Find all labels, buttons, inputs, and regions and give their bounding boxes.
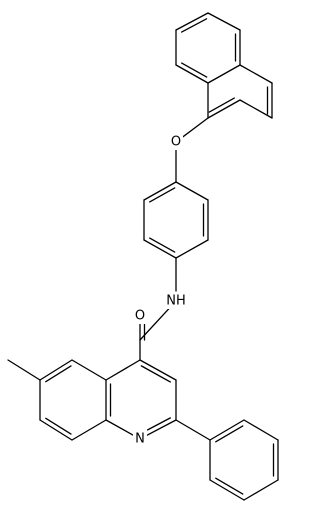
bond-C5-C6 <box>39 359 73 381</box>
bond-q4-q5 <box>243 479 279 501</box>
atom-ring-nitrogen: N <box>133 431 147 447</box>
bond-pc-pd-double <box>149 237 176 253</box>
amide-nitrogen-label: NH <box>166 294 186 309</box>
bond-n5-O1 <box>180 117 209 139</box>
bond-n6-n7 <box>239 99 273 119</box>
bond-pa-pb <box>143 181 177 201</box>
bond-pc-pd <box>143 239 177 259</box>
bond-n8-n9 <box>239 64 273 84</box>
bond-pf-pa <box>175 181 209 201</box>
bond-C2-q1 <box>175 419 211 441</box>
bond-q1-q2-double <box>215 425 244 443</box>
bond-q5-q6 <box>209 479 245 501</box>
bond-pa-pb-double <box>149 187 176 203</box>
bond-pd-pe <box>175 239 209 259</box>
bond-C6-Me <box>7 359 41 381</box>
atom-amide-nitrogen: NH <box>165 293 187 309</box>
carbonyl-oxygen-label: O <box>135 309 145 324</box>
bond-n10-n1 <box>207 12 241 31</box>
bond-n5-n6-double <box>208 97 235 113</box>
bond-q2-q3 <box>243 419 279 441</box>
bond-C7-C8 <box>39 419 73 441</box>
bond-C7-C8-double <box>45 417 72 435</box>
ether-oxygen-label: O <box>171 135 181 150</box>
molecule-structure: O NH O N <box>7 12 279 501</box>
bond-C8-C8a <box>71 419 107 441</box>
bond-n3-n4-double <box>181 62 208 78</box>
bond-C4-C3 <box>139 359 177 381</box>
atom-carbonyl-oxygen: O <box>133 308 147 324</box>
bond-q5-q6-double <box>215 477 244 495</box>
ring-nitrogen-label: N <box>135 432 145 447</box>
bond-C4-C3-double <box>140 365 171 383</box>
bond-n1-n2-double <box>180 18 208 33</box>
bond-n3-n4 <box>175 64 209 84</box>
bond-N1-C8a <box>105 419 135 437</box>
bond-C2-N1 <box>145 419 177 437</box>
bond-q1-q2 <box>209 419 245 441</box>
atom-label-layer: O NH O N <box>133 134 187 447</box>
bond-n1-n2 <box>175 12 209 31</box>
bond-C4a-C5 <box>71 359 107 381</box>
atom-ether-oxygen: O <box>169 134 183 150</box>
bond-layer <box>7 12 279 501</box>
bond-n5-n6 <box>207 99 241 119</box>
bond-n4-n9 <box>207 64 241 84</box>
bond-C5-C6-double <box>45 365 72 383</box>
bond-C4a-C4 <box>105 359 141 381</box>
bond-C2-N1-double <box>146 417 172 431</box>
